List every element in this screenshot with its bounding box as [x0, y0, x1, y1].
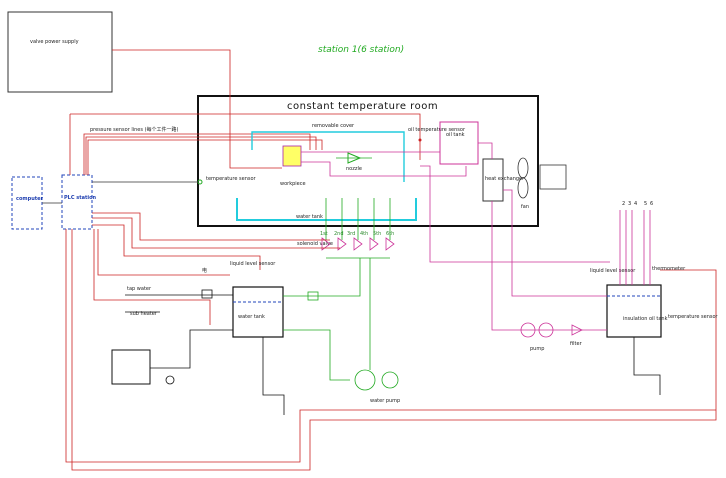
liquid-level-sensor-label: liquid level sensor	[230, 261, 276, 267]
valve-power-supply-box	[7, 11, 113, 93]
workpiece-label: workpiece	[280, 181, 306, 187]
drain-valves	[262, 337, 661, 415]
workpiece-block	[282, 145, 302, 167]
pressure-line-a	[83, 133, 311, 175]
oil-distribution-lines	[420, 165, 651, 285]
power-line-2	[70, 113, 421, 160]
plc-station-box	[61, 174, 93, 230]
plc-wires	[65, 212, 717, 471]
heat-exchanger-label: heat exchanger	[485, 176, 525, 182]
oil-line-out	[301, 161, 467, 177]
fan-motor-box	[539, 164, 567, 190]
temperature-sensor-2-label: temperature sensor	[668, 314, 719, 320]
thermometer-label: thermometer	[652, 266, 686, 272]
pressure-line-c	[87, 139, 323, 175]
small-tank-line	[150, 329, 233, 369]
svg-text:6th: 6th	[386, 231, 394, 237]
sub-heater-label: sub heater	[130, 311, 158, 317]
svg-text:3rd: 3rd	[347, 231, 355, 237]
pressure-sensor-lines-label: pressure sensor lines (每个工件一路)	[90, 126, 179, 133]
cn-label: 电	[202, 267, 207, 274]
valve-power-supply-label: valve power supply	[30, 39, 79, 45]
water-pump-label: water pump	[370, 398, 400, 404]
removable-cover-label: removable cover	[312, 123, 355, 129]
plc-station-label: PLC station	[64, 195, 97, 201]
water-pump-circuit	[283, 258, 399, 391]
small-pump-icon	[165, 375, 175, 385]
constant-temperature-room	[197, 95, 539, 227]
power-line-1	[112, 49, 282, 169]
fan-icon-top	[517, 157, 529, 179]
svg-text:3: 3	[628, 201, 631, 207]
heat-exchanger-box	[482, 158, 504, 202]
diagram-title: station 1(6 station)	[318, 45, 404, 55]
nozzle-label: nozzle	[346, 166, 362, 172]
station-labels: 1st 2nd 3rd 4th 5th 6th	[320, 231, 394, 237]
tap-valve[interactable]	[201, 289, 213, 299]
small-water-tank	[111, 349, 151, 385]
pressure-line-b	[85, 136, 317, 175]
water-tank-box	[232, 286, 284, 338]
fan-icon-bottom	[517, 177, 529, 199]
nozzle-risers	[325, 198, 391, 240]
room-water-tank-label: water tank	[296, 214, 323, 220]
svg-text:2nd: 2nd	[334, 231, 344, 237]
fan-label: fan	[521, 204, 529, 210]
computer-box	[11, 176, 43, 230]
room-title: constant temperature room	[287, 101, 438, 112]
station-numbers: 2 3 4 5 6	[622, 201, 653, 207]
svg-text:5: 5	[644, 201, 647, 207]
oil-tank-label: oil tank	[446, 132, 465, 138]
insulation-oil-tank-label: insulation oil tank	[623, 316, 668, 322]
tap-water-label: tap water	[127, 286, 152, 292]
temperature-sensor-label: temperature sensor	[206, 176, 257, 182]
oil-temp-sensor-dot	[418, 138, 422, 142]
solenoid-valve-row	[321, 237, 395, 251]
svg-text:2: 2	[622, 201, 625, 207]
svg-text:4th: 4th	[360, 231, 368, 237]
oil-pump-loop	[491, 189, 607, 338]
filter-label: filter	[570, 341, 583, 347]
oil-to-exchanger	[478, 142, 493, 159]
removable-cover	[251, 131, 405, 182]
svg-text:1st: 1st	[320, 231, 328, 237]
liquid-level-sensor-2-label: liquid level sensor	[590, 268, 636, 274]
insulation-oil-tank-box	[606, 284, 662, 338]
svg-text:6: 6	[650, 201, 653, 207]
svg-text:4: 4	[634, 201, 637, 207]
oil-temp-sensor-label: oil temperature sensor	[408, 127, 466, 133]
water-tank-label: water tank	[238, 314, 265, 320]
svg-text:5th: 5th	[373, 231, 381, 237]
computer-label: computer	[16, 196, 44, 202]
room-water-tank	[236, 198, 417, 221]
solenoid-valve-label: solenoid valve	[297, 241, 333, 247]
pump-label: pump	[530, 346, 544, 352]
